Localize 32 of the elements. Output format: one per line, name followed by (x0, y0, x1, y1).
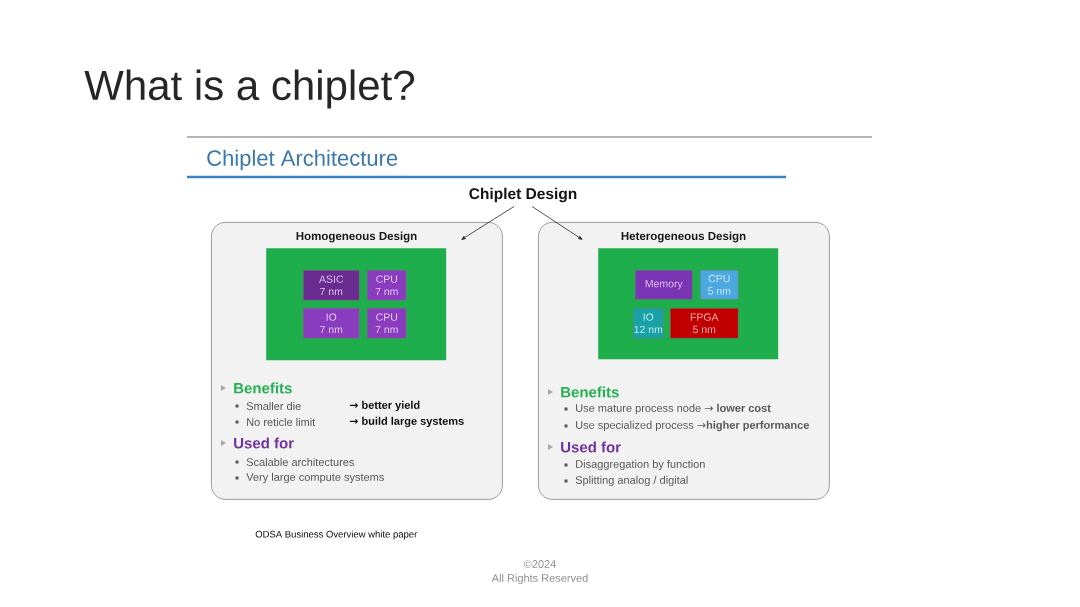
bullet-text: Smaller die (246, 401, 301, 411)
chiplet-box: FPGA 5 nm (670, 308, 739, 339)
section-heading: Benefits (234, 382, 292, 394)
bullet-text: Very large compute systems (246, 472, 384, 484)
copyright-text: ©2024 (523, 560, 556, 568)
chiplet-box: IO 12 nm (633, 308, 664, 339)
result-text: → build large systems (349, 416, 464, 428)
chiplet-box: CPU 7 nm (367, 270, 407, 301)
chiplet-box: Memory (635, 270, 693, 300)
source-note: ODSA Business Overview white paper (255, 530, 418, 540)
section-heading: Benefits (561, 386, 619, 398)
bullet-text: No reticle limit (247, 417, 316, 427)
chiplet-box: CPU 5 nm (700, 270, 739, 300)
panel-heading: Heterogeneous Design (621, 231, 746, 243)
chiplet-box: IO 7 nm (303, 308, 360, 339)
bullet-text: Use specialized process →higher performance (576, 420, 809, 432)
bullet-text: Disaggregation by function (576, 459, 705, 471)
slide-title: What is a chiplet? (84, 69, 415, 109)
chiplet-box: CPU 7 nm (367, 308, 407, 339)
section-heading: Used for (234, 437, 294, 449)
chiplet-box: ASIC 7 nm (303, 270, 360, 301)
bullet-text: Scalable architectures (246, 457, 354, 467)
result-text: → better yield (349, 400, 420, 412)
diagram-heading: Chiplet Design (469, 187, 577, 203)
copyright-text: All Rights Reserved (491, 573, 588, 585)
section-title: Chiplet Architecture (207, 149, 398, 171)
bullet-text: Use mature process node → lower cost (576, 403, 771, 415)
panel-heading: Homogeneous Design (296, 231, 417, 243)
arrow (461, 206, 515, 240)
bullet-text: Splitting analog / digital (575, 475, 688, 487)
section-heading: Used for (561, 441, 621, 453)
arrow (531, 206, 583, 240)
